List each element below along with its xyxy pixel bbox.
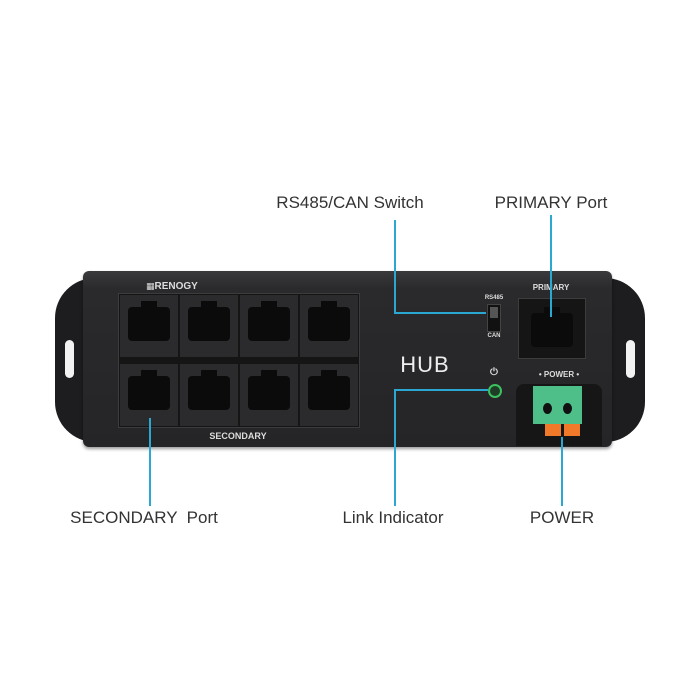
rj45-jack bbox=[308, 301, 350, 341]
brand-logo: ▦RENOGY bbox=[146, 281, 198, 292]
callout-primary: PRIMARY Port bbox=[494, 193, 608, 212]
secondary-label: SECONDARY bbox=[209, 431, 267, 441]
callout-line-link bbox=[394, 389, 488, 391]
rj45-jack bbox=[128, 301, 170, 341]
rj45-jack bbox=[188, 370, 230, 410]
secondary-port[interactable] bbox=[240, 364, 298, 426]
secondary-port[interactable] bbox=[300, 295, 358, 357]
hub-title: HUB bbox=[400, 352, 450, 377]
terminal-latch[interactable] bbox=[545, 424, 561, 436]
secondary-port[interactable] bbox=[300, 364, 358, 426]
switch-label-can: CAN bbox=[487, 333, 501, 339]
secondary-ports bbox=[118, 293, 360, 428]
rj45-jack bbox=[128, 370, 170, 410]
callout-line-link bbox=[394, 389, 396, 506]
switch-label-rs485: RS485 bbox=[484, 295, 504, 301]
callout-switch: RS485/CAN Switch bbox=[276, 193, 424, 212]
rj45-jack bbox=[188, 301, 230, 341]
mount-slot-left bbox=[65, 340, 74, 378]
callout-line-primary bbox=[550, 215, 552, 317]
callout-line-power bbox=[561, 437, 563, 506]
rj45-jack bbox=[248, 301, 290, 341]
callout-link: Link Indicator bbox=[342, 508, 444, 527]
rs485-can-switch[interactable] bbox=[487, 304, 501, 332]
callout-line-secondary bbox=[149, 418, 151, 506]
rj45-jack bbox=[308, 370, 350, 410]
primary-port[interactable] bbox=[518, 298, 586, 359]
secondary-port[interactable] bbox=[180, 295, 238, 357]
callout-line-switch bbox=[394, 220, 396, 314]
rj45-jack bbox=[248, 370, 290, 410]
secondary-port[interactable] bbox=[120, 364, 178, 426]
terminal-latch[interactable] bbox=[564, 424, 580, 436]
callout-power: POWER bbox=[529, 508, 595, 527]
secondary-port[interactable] bbox=[120, 295, 178, 357]
link-indicator-led bbox=[488, 384, 502, 398]
mount-slot-right bbox=[626, 340, 635, 378]
secondary-port[interactable] bbox=[240, 295, 298, 357]
power-terminal[interactable] bbox=[533, 386, 582, 424]
callout-secondary: SECONDARY Port bbox=[70, 508, 218, 527]
power-label: • POWER • bbox=[538, 370, 580, 379]
secondary-port[interactable] bbox=[180, 364, 238, 426]
power-symbol-icon: ⏻ bbox=[490, 367, 498, 378]
callout-line-switch bbox=[394, 312, 486, 314]
